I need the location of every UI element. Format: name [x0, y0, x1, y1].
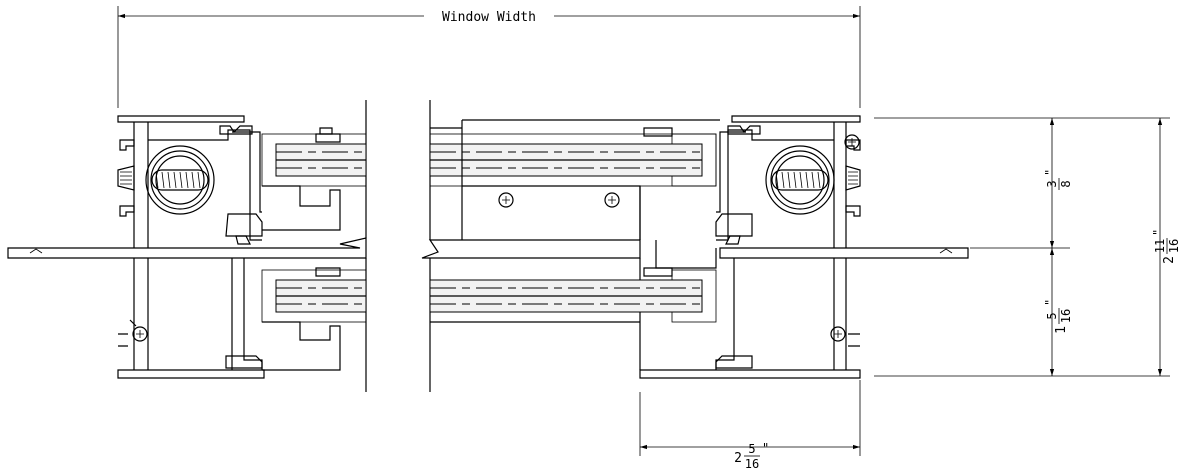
transom-horizontal	[7, 237, 969, 259]
left-frame-profile	[117, 115, 265, 379]
svg-text:2: 2	[734, 451, 742, 466]
svg-text:16: 16	[1059, 309, 1073, 323]
svg-text:16: 16	[1167, 239, 1181, 253]
left-glazing-upper	[261, 127, 367, 231]
svg-text:11: 11	[1153, 239, 1167, 253]
right-screw-boss	[830, 134, 860, 347]
svg-text:": "	[1043, 299, 1057, 306]
svg-text:3: 3	[1045, 180, 1059, 187]
right-glazing-upper	[429, 119, 720, 240]
svg-text:5: 5	[748, 442, 755, 456]
svg-text:": "	[1043, 169, 1057, 176]
window-width-dimension: Window Width	[117, 6, 861, 108]
right-roller-wheel	[765, 145, 835, 215]
frame-depth-dimension	[639, 380, 861, 456]
wall-break-lines	[365, 100, 431, 392]
window-width-label: Window Width	[442, 10, 536, 25]
left-roller-wheel	[145, 145, 215, 215]
lower-height-label: 1 5 16 "	[1043, 299, 1073, 334]
right-frame-profile	[639, 115, 861, 379]
svg-text:": "	[762, 441, 769, 455]
svg-text:": "	[1151, 229, 1165, 236]
right-glazing-lower	[429, 267, 717, 323]
svg-text:5: 5	[1045, 312, 1059, 319]
overall-height-label: 2 11 16 "	[1151, 229, 1181, 264]
svg-text:1: 1	[1054, 326, 1069, 334]
left-glazing-lower	[261, 267, 367, 371]
svg-text:16: 16	[745, 457, 759, 471]
frame-depth-label: 2 5 16 "	[734, 441, 769, 471]
left-screw-boss	[118, 319, 148, 347]
upper-height-label: 3 8 "	[1043, 169, 1073, 190]
sash-bracket	[498, 192, 620, 208]
svg-text:8: 8	[1059, 180, 1073, 187]
height-dimensions	[874, 117, 1170, 377]
svg-text:2: 2	[1162, 256, 1177, 264]
